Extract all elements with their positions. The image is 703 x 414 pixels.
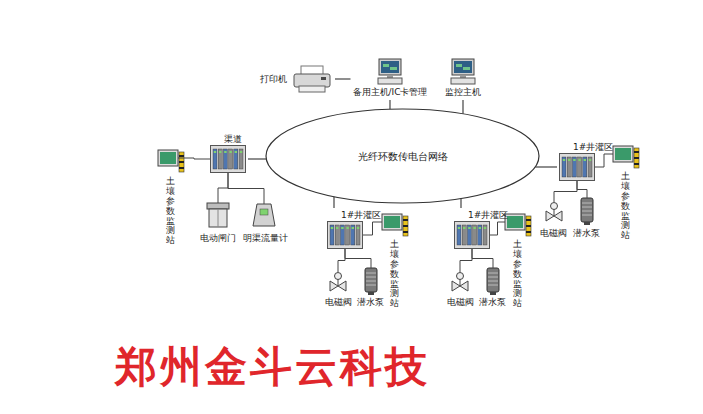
controller-rack [210,145,246,173]
controller-rack [454,221,490,249]
signal-wire [490,222,505,235]
device-label: 潜水泵 [357,297,384,308]
signal-wire [178,158,210,159]
network-link [333,197,334,208]
controller-rack [559,153,595,181]
station-node: 渠道 [208,132,248,175]
company-watermark: 郑州金斗云科技 [115,342,430,392]
device-label: 潜水泵 [573,228,600,239]
pump-symbol [487,268,499,295]
network-link [460,198,461,208]
control-wire [218,173,228,203]
soil-monitor-icon [158,150,184,172]
network-link [389,100,390,109]
soil-monitor-icon [613,146,639,168]
gate-symbol [207,203,229,227]
station-heading: 1#井灌区 [559,142,613,153]
device-label: 电磁阀 [325,297,352,308]
host-node: 监控主机 [443,56,483,100]
control-wire [345,249,371,268]
station-heading: 1#井灌区 [327,210,381,221]
control-wire [577,181,587,198]
printer-icon [291,64,333,94]
computer-icon [449,58,477,85]
station-node: 1#井灌区 [325,208,383,251]
host-node: 备用主机/IC卡管理 [351,56,430,100]
pump-symbol [581,198,593,225]
station-label: 土壤参数监测站 [390,240,399,309]
network-link [335,78,351,79]
pump-symbol [365,268,377,295]
valve-symbol [452,273,468,292]
control-wire [228,173,264,204]
soil-monitor-icon [505,214,531,236]
network-link [248,158,266,159]
device-label: 明渠流量计 [243,233,288,244]
signal-wire [363,222,382,235]
network-ellipse: 光纤环数传电台网络 [265,108,540,204]
station-label: 土壤参数监测站 [621,172,630,241]
computer-icon [376,58,404,85]
station-node: 1#井灌区 [557,140,615,183]
device-label: 监控主机 [445,87,481,98]
printer-node: 打印机 [258,62,335,96]
device-label: 电磁阀 [447,297,474,308]
station-heading: 渠道 [210,134,242,145]
network-label: 光纤环数传电台网络 [265,108,540,204]
device-label: 打印机 [260,74,287,85]
station-label: 土壤参数监测站 [513,240,522,309]
network-link [462,100,463,114]
control-wire [460,249,472,272]
flow-symbol [253,204,275,226]
device-label: 潜水泵 [479,297,506,308]
control-wire [338,249,345,272]
soil-monitor-icon [382,214,408,236]
station-label: 土壤参数监测站 [166,177,175,246]
valve-symbol [546,203,562,222]
station-node: 1#井灌区 [452,208,510,251]
network-link [535,166,557,167]
device-label: 备用主机/IC卡管理 [353,87,428,98]
control-wire [554,181,577,202]
valve-symbol [330,273,346,292]
control-wire [472,249,493,268]
device-label: 电磁阀 [540,228,567,239]
signal-wire [595,154,613,167]
device-label: 电动闸门 [200,233,236,244]
station-heading: 1#井灌区 [454,210,508,221]
controller-rack [327,221,363,249]
